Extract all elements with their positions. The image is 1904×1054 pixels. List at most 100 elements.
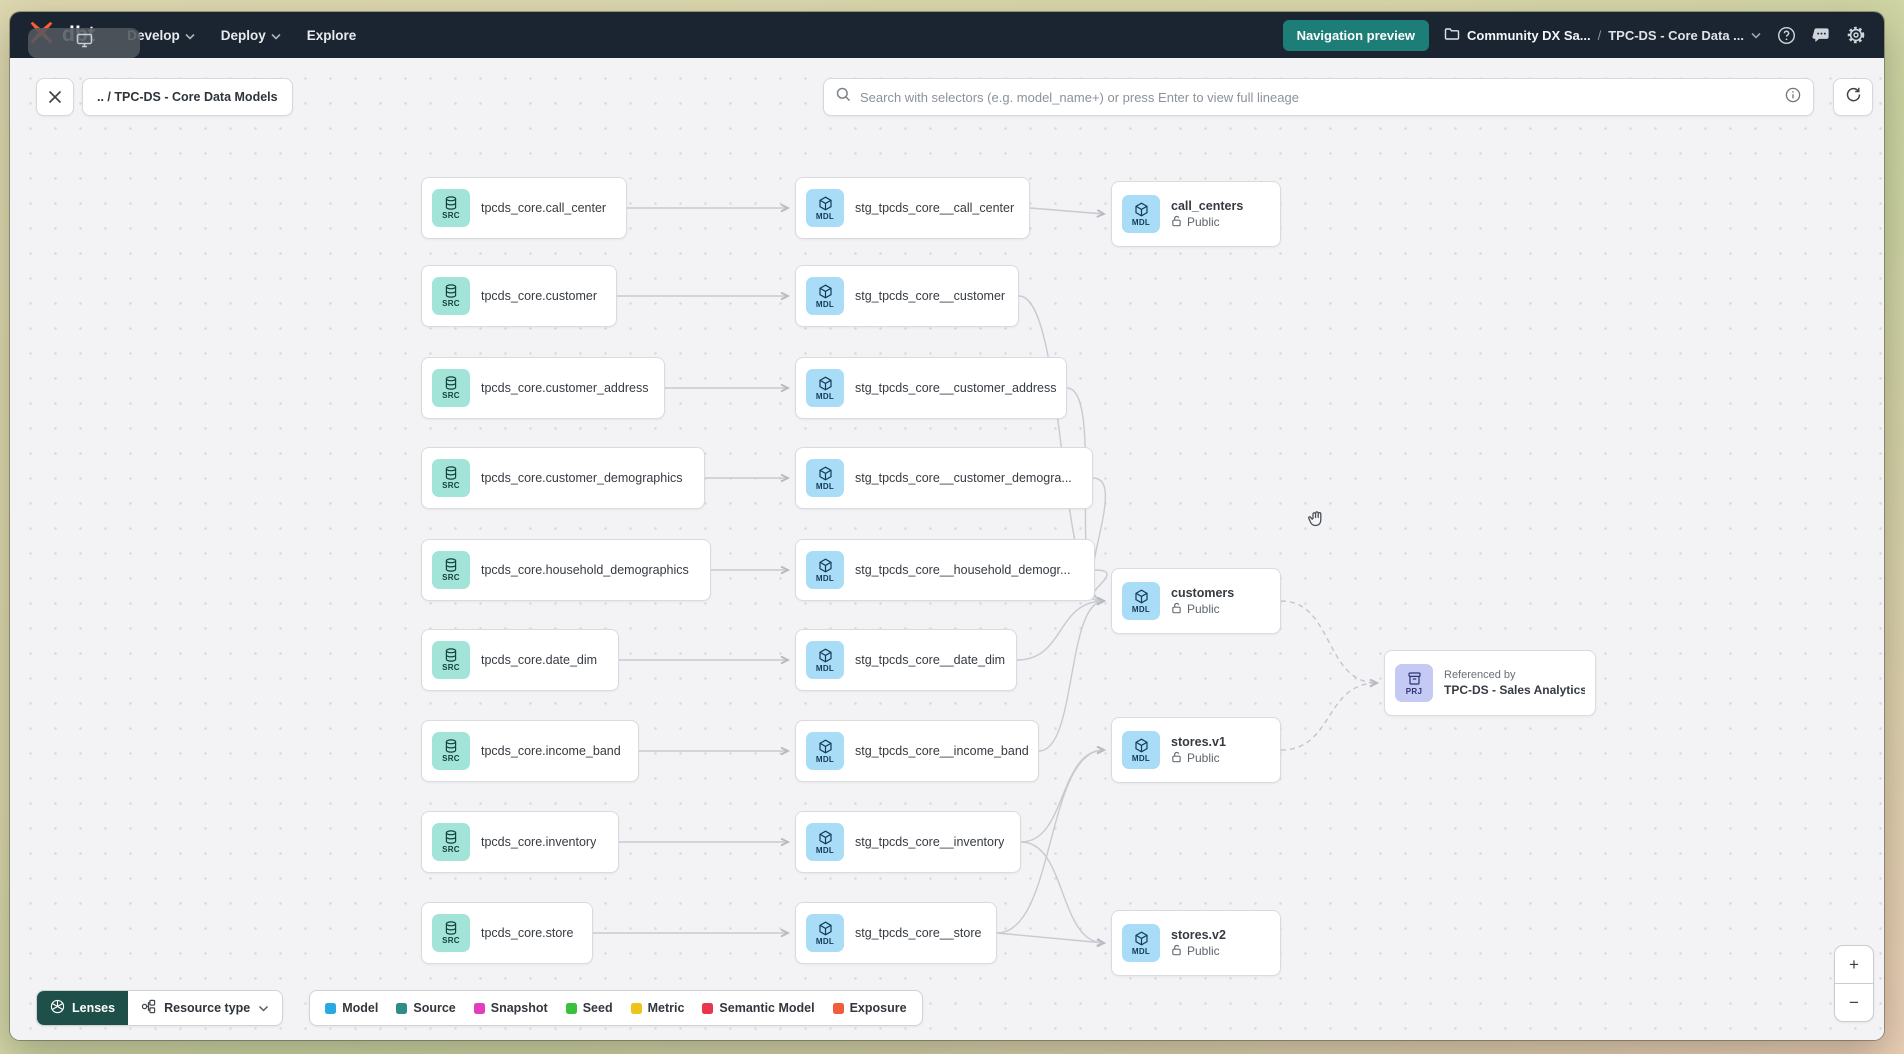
lineage-breadcrumb-chip[interactable]: .. / TPC-DS - Core Data Models [82, 78, 293, 116]
info-icon[interactable] [1785, 87, 1801, 108]
navbar-right: Navigation preview Community DX Sa... / … [1282, 19, 1866, 51]
zoom-out-button[interactable]: − [1849, 992, 1859, 1012]
unlock-icon [1171, 944, 1182, 959]
monitor-icon [76, 33, 93, 53]
cube-icon: MDL [806, 732, 844, 770]
search-icon [836, 87, 851, 107]
node-label: tpcds_core.household_demographics [481, 563, 689, 577]
menu-explore[interactable]: Explore [306, 27, 357, 43]
cube-icon: MDL [806, 459, 844, 497]
node-label: tpcds_core.income_band [481, 744, 621, 758]
cube-icon: MDL [806, 551, 844, 589]
folder-icon [1444, 27, 1460, 44]
resource-type-dropdown[interactable]: Resource type [128, 991, 283, 1025]
search-input[interactable] [860, 89, 1776, 105]
legend-item-semantic-model: Semantic Model [702, 1001, 815, 1015]
lineage-edge [996, 750, 1104, 934]
legend-swatch [325, 1002, 337, 1014]
settings-icon[interactable] [1846, 25, 1866, 45]
unlock-icon [1171, 751, 1182, 766]
graph-node-src_store[interactable]: SRC tpcds_core.store [421, 902, 593, 964]
zoom-controls: + − [1834, 945, 1874, 1022]
refresh-lineage-button[interactable] [1833, 78, 1873, 116]
graph-node-src_customer_address[interactable]: SRC tpcds_core.customer_address [421, 357, 665, 419]
node-meta: stg_tpcds_core__inventory [855, 835, 1004, 849]
zoom-in-button[interactable]: + [1849, 954, 1859, 974]
graph-node-mdl_income_band[interactable]: MDL stg_tpcds_core__income_band [795, 720, 1039, 782]
legend-item-source: Source [396, 1001, 456, 1015]
close-lineage-button[interactable] [36, 78, 74, 116]
database-icon: SRC [432, 369, 470, 407]
node-label: call_centers [1171, 198, 1244, 213]
node-label: stg_tpcds_core__customer [855, 289, 1006, 303]
graph-node-mdl_store[interactable]: MDL stg_tpcds_core__store [795, 902, 997, 964]
node-meta: stg_tpcds_core__customer_demogra... [855, 471, 1072, 485]
node-access-badge: Public [1171, 751, 1226, 766]
lineage-search [823, 78, 1814, 116]
lineage-edge [1020, 841, 1104, 943]
node-meta: tpcds_core.customer_demographics [481, 471, 683, 485]
refresh-icon [1845, 86, 1862, 108]
chevron-down-icon [271, 33, 281, 40]
graph-node-mdl_household_demographics[interactable]: MDL stg_tpcds_core__household_demogr... [795, 539, 1095, 601]
node-label: stg_tpcds_core__customer_address [855, 381, 1056, 395]
legend-swatch [565, 1002, 577, 1014]
node-label: stg_tpcds_core__store [855, 926, 982, 940]
node-label: tpcds_core.date_dim [481, 653, 598, 667]
menu-develop[interactable]: Develop [127, 28, 195, 43]
navigation-preview-button[interactable]: Navigation preview [1282, 19, 1430, 51]
node-meta: stg_tpcds_core__customer_address [855, 381, 1056, 395]
lenses-icon [50, 999, 65, 1017]
feedback-icon[interactable] [1811, 25, 1831, 45]
chevron-down-icon [259, 1005, 269, 1012]
zoom-divider [1835, 983, 1873, 984]
node-meta: tpcds_core.call_center [481, 201, 606, 215]
node-label: stg_tpcds_core__date_dim [855, 653, 1006, 667]
graph-node-src_household_demographics[interactable]: SRC tpcds_core.household_demographics [421, 539, 711, 601]
node-meta: stg_tpcds_core__household_demogr... [855, 563, 1070, 577]
help-icon[interactable] [1776, 25, 1796, 45]
database-icon: SRC [432, 551, 470, 589]
database-icon: SRC [432, 823, 470, 861]
cube-icon: MDL [806, 914, 844, 952]
node-access-badge: Public [1171, 215, 1243, 230]
lenses-button[interactable]: Lenses [37, 991, 129, 1025]
graph-node-mdl_customer_demographics[interactable]: MDL stg_tpcds_core__customer_demogra... [795, 447, 1093, 509]
node-meta: stg_tpcds_core__income_band [855, 744, 1028, 758]
legend-item-snapshot: Snapshot [473, 1001, 548, 1015]
node-meta: tpcds_core.store [481, 926, 573, 940]
project-breadcrumb[interactable]: Community DX Sa... / TPC-DS - Core Data … [1444, 27, 1761, 44]
legend-swatch [473, 1002, 485, 1014]
menu-deploy[interactable]: Deploy [221, 28, 281, 43]
graph-node-mdl_date_dim[interactable]: MDL stg_tpcds_core__date_dim [795, 629, 1017, 691]
lineage-edge [1091, 569, 1108, 601]
node-label: stg_tpcds_core__customer_demogra... [855, 471, 1072, 485]
breadcrumb-project: Community DX Sa... [1467, 27, 1591, 43]
database-icon: SRC [432, 914, 470, 952]
breadcrumb-separator: / [1597, 27, 1602, 43]
node-label: stg_tpcds_core__call_center [855, 201, 1015, 215]
node-meta: tpcds_core.customer_address [481, 381, 648, 395]
cube-icon: MDL [806, 641, 844, 679]
